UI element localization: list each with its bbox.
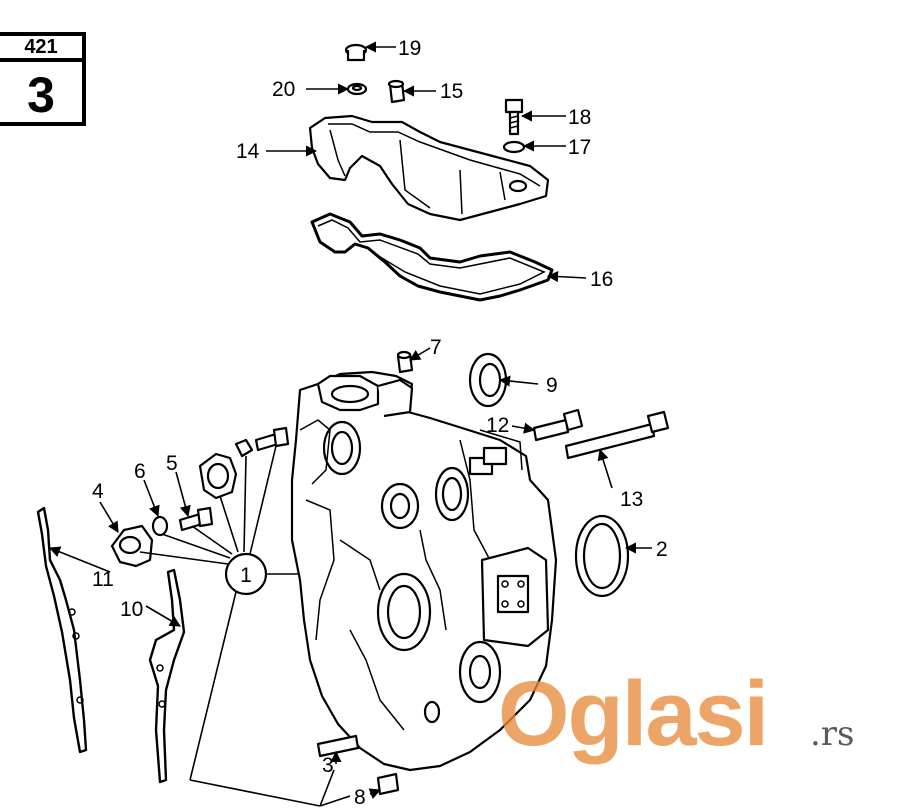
dowel — [376, 772, 400, 796]
gasket-long — [36, 506, 88, 754]
round-cover — [198, 452, 238, 500]
flywheel-housing — [290, 370, 558, 772]
housing-bolt-long — [564, 410, 670, 460]
page-number: 421 — [0, 36, 82, 62]
dowel-pin — [396, 350, 414, 374]
callout-13: 13 — [620, 488, 643, 511]
watermark-brand: Oglasi — [498, 663, 769, 765]
gasket-short — [148, 568, 186, 784]
callout-circle-1 — [224, 552, 268, 596]
o-ring — [151, 515, 169, 537]
callout-3: 3 — [322, 754, 334, 777]
callout-17: 17 — [568, 136, 591, 159]
page-badge: 421 3 — [0, 32, 86, 126]
callout-15: 15 — [440, 80, 463, 103]
watermark-logo: Oglasi .rs — [498, 668, 878, 778]
callout-12: 12 — [486, 414, 509, 437]
callout-7: 7 — [430, 336, 442, 359]
cap-nut — [387, 79, 406, 104]
callout-10: 10 — [120, 598, 143, 621]
small-bolt — [254, 426, 290, 452]
callout-1: 1 — [240, 564, 252, 587]
callout-19: 19 — [398, 37, 421, 60]
watermark-suffix: .rs — [810, 714, 855, 754]
valve-cover — [308, 114, 550, 222]
callout-18: 18 — [568, 106, 591, 129]
callout-6: 6 — [134, 460, 146, 483]
callout-labels: 1 2 3 4 5 6 7 8 9 10 11 12 13 14 15 16 1… — [92, 37, 668, 809]
callout-8: 8 — [354, 786, 366, 809]
cover-bolt — [504, 98, 524, 136]
callout-9: 9 — [546, 374, 558, 397]
housing-bolt-short — [532, 408, 584, 442]
oil-filler-plug — [344, 43, 368, 62]
cover-plate — [110, 524, 154, 568]
callout-2: 2 — [656, 538, 668, 561]
bolt-washer — [502, 140, 526, 154]
callout-11: 11 — [92, 568, 114, 591]
crankshaft-seal-ring — [574, 514, 630, 598]
plate-bolt — [178, 506, 214, 532]
leader-lines — [48, 41, 652, 807]
callout-4: 4 — [92, 480, 104, 503]
callout-20: 20 — [272, 78, 295, 101]
oil-seal — [468, 352, 508, 408]
callout-5: 5 — [166, 452, 178, 475]
sealing-washer — [346, 82, 368, 96]
valve-cover-gasket — [310, 212, 554, 302]
callout-14: 14 — [236, 140, 260, 163]
small-washer — [234, 438, 254, 458]
callout-16: 16 — [590, 268, 613, 291]
group-number: 3 — [27, 67, 55, 123]
stud — [316, 734, 360, 758]
